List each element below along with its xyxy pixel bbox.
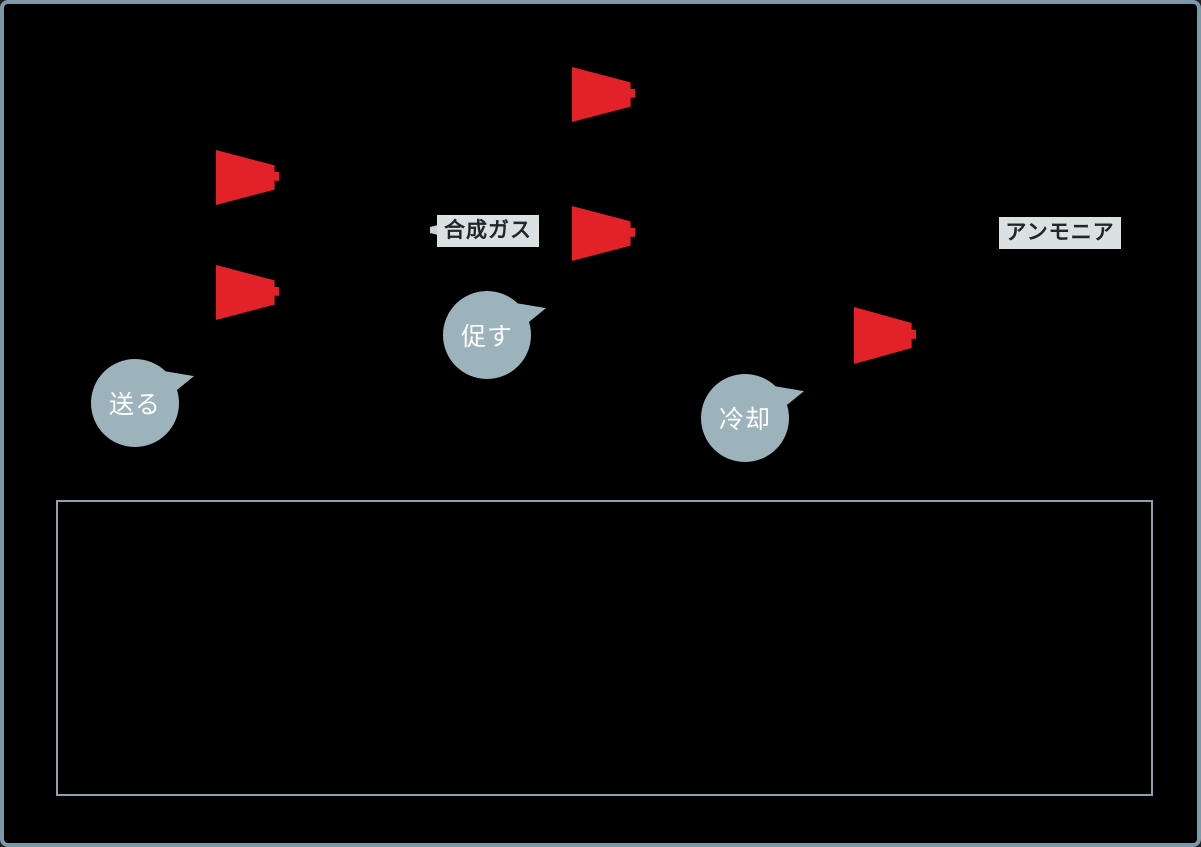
pointer-fragment-icon bbox=[430, 225, 438, 235]
flow-arrow-left-bottom-icon bbox=[216, 265, 279, 320]
cool-bubble: 冷却 bbox=[701, 374, 789, 462]
promote-bubble-text: 促す bbox=[460, 323, 513, 351]
syngas-label: 合成ガス bbox=[437, 215, 539, 247]
send-bubble-text: 送る bbox=[108, 391, 161, 419]
flow-arrow-center-top-icon bbox=[572, 67, 635, 122]
ammonia-label: アンモニア bbox=[999, 217, 1121, 249]
promote-bubble: 促す bbox=[443, 291, 531, 379]
flow-arrow-right-icon bbox=[854, 307, 916, 364]
flow-arrow-left-top-icon bbox=[216, 150, 279, 205]
cool-bubble-text: 冷却 bbox=[718, 406, 771, 434]
ammonia-label-text: アンモニア bbox=[1005, 221, 1115, 244]
flow-arrow-center-bottom-icon bbox=[572, 206, 635, 261]
syngas-label-text: 合成ガス bbox=[444, 219, 532, 242]
note-box bbox=[56, 500, 1153, 796]
send-bubble: 送る bbox=[91, 359, 179, 447]
